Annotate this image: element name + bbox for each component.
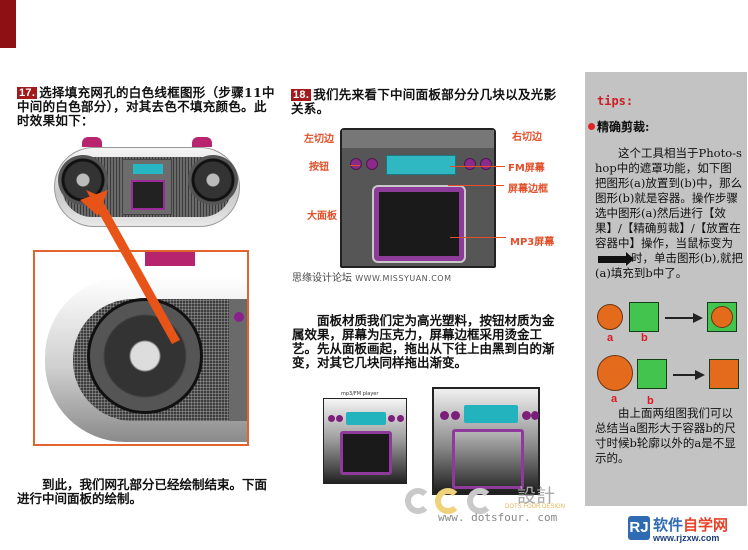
panel-button [350, 158, 362, 170]
clip-example-large: a b [595, 355, 745, 407]
mini-button [531, 411, 539, 420]
boombox-center-panel [122, 159, 172, 215]
material-description: 面板材质我们定为高光塑料，按钮材质为金属效果，屏幕为压克力，屏幕边框采用烫金工艺… [292, 313, 555, 370]
speaker-right [188, 155, 238, 205]
panel-gradient-editing [432, 387, 540, 495]
mini-button [397, 415, 404, 422]
panel-gradient-preview [323, 398, 407, 484]
mini-button [388, 415, 395, 422]
rj-logo-icon: RJ [628, 516, 650, 540]
shape-b-square [629, 302, 659, 332]
mini-button [451, 411, 460, 420]
boombox-knob-right [192, 137, 212, 147]
boombox-mp3-screen [131, 180, 165, 210]
arrow-right-icon [673, 370, 705, 380]
boombox-knob-left [82, 137, 102, 147]
label-big-panel: 大面板 [307, 211, 337, 222]
closeup-speaker [87, 298, 203, 414]
result-square-clipped [709, 359, 739, 389]
boombox-illustration [42, 137, 252, 233]
panel-button [480, 158, 492, 170]
rj-site-url: www.rjzxw.com [653, 533, 720, 543]
label-screen-frame: 屏幕边框 [508, 184, 548, 195]
panel-screen-frame [372, 185, 466, 263]
label-b: b [641, 332, 648, 344]
closeup-button [234, 312, 244, 322]
label-fm-screen: FM屏幕 [508, 163, 545, 174]
leader-line [450, 166, 505, 167]
cursor-arrow-icon [598, 251, 634, 266]
label-b: b [647, 395, 654, 407]
panel-fm-screen [386, 155, 456, 175]
missyuan-watermark: 思缘设计论坛 WWW.MISSYUAN.COM [292, 269, 452, 284]
step-17-badge: 17. [17, 87, 38, 99]
mini-fm-screen [464, 405, 518, 423]
arrow-right-icon [665, 313, 703, 323]
result-circle [711, 306, 733, 328]
tips-body-text: 这个工具相当于Photo-shop中的遮罩功能，如下图把图形(a)放置到(b)中… [595, 146, 743, 250]
panel-body [340, 128, 496, 268]
panel-top-strip [342, 130, 494, 148]
label-left-cut: 左切边 [304, 134, 334, 145]
step-18-badge: 18. [291, 89, 312, 101]
dotsfour-url: www. dotsfour. com [438, 511, 558, 524]
mini-fm-screen [346, 412, 386, 425]
logo-ring [435, 488, 461, 514]
dotsfour-subtitle: DOTS FOUR DESIGN [505, 504, 566, 510]
panel-breakdown-diagram [340, 128, 510, 272]
step-17-conclusion: 到此，我们网孔部分已经绘制结束。下面进行中间面板的绘制。 [17, 477, 268, 506]
closeup-center-panel [229, 299, 247, 421]
dotsfour-title: 設計 [517, 485, 556, 507]
shape-a-circle [597, 304, 623, 330]
tips-body-text-end: 时，单击图形(b),就把(a)填充到b中了。 [595, 251, 743, 280]
mini-button [522, 411, 531, 420]
label-right-cut: 右切边 [512, 132, 542, 143]
label-a: a [611, 393, 618, 405]
tips-title: tips: [597, 94, 634, 108]
rj-site-name: 软件自学网 [653, 514, 728, 535]
watermark-url: WWW.MISSYUAN.COM [355, 274, 452, 283]
tips-body: 这个工具相当于Photo-shop中的遮罩功能，如下图把图形(a)放置到(b)中… [595, 146, 743, 281]
shape-b-square [637, 359, 667, 389]
pointer-arrow-icon [80, 190, 180, 344]
mini-screen [452, 429, 524, 489]
mini-button [336, 415, 343, 422]
result-square [707, 302, 737, 332]
shape-a-circle [597, 355, 633, 391]
step-18-text: 我们先来看下中间面板部分分几块以及光影关系。 [291, 87, 557, 116]
mini-button [440, 411, 449, 420]
leader-line [450, 237, 506, 238]
boombox-fm-screen [133, 164, 163, 174]
step-18-instruction: 18.我们先来看下中间面板部分分几块以及光影关系。 [291, 88, 563, 116]
rj-name-part1: 软件 [653, 516, 684, 534]
corner-accent-bar [0, 0, 16, 48]
panel-button [464, 158, 476, 170]
label-button: 按钮 [309, 162, 329, 173]
tips-summary: 由上面两组图我们可以总结当a图形大于容器b的尺寸时候b轮廓以外的a是不显示的。 [595, 406, 736, 465]
label-mp3-screen: MP3屏幕 [510, 237, 555, 248]
dotsfour-logo: 設計 DOTS FOUR DESIGN [405, 478, 585, 528]
clip-example-small: a b [595, 302, 745, 344]
logo-ring [467, 488, 493, 514]
speaker-closeup-frame [33, 250, 249, 446]
label-a: a [607, 332, 614, 344]
panel-mp3-screen [379, 192, 459, 256]
mini-player-label: mp3/FM player [341, 391, 379, 397]
closeup-knob [145, 252, 195, 266]
logo-ring [405, 488, 431, 514]
rj-name-part2: 自学网 [683, 516, 729, 534]
leader-line [350, 165, 360, 166]
tips-sidebar: tips: 精确剪裁: 这个工具相当于Photo-shop中的遮罩功能，如下图把… [585, 72, 747, 506]
panel-button [366, 158, 378, 170]
step-17-instruction: 17.选择填充网孔的白色线框图形（步骤11中中间的白色部分），对其去色不填充颜色… [17, 86, 279, 128]
mini-screen [340, 431, 392, 475]
watermark-site-name: 思缘设计论坛 [292, 273, 352, 284]
tips-heading: 精确剪裁: [597, 120, 650, 134]
step-17-text: 选择填充网孔的白色线框图形（步骤11中中间的白色部分），对其去色不填充颜色。此时… [17, 85, 275, 128]
leader-line [448, 185, 504, 186]
bullet-icon [588, 123, 595, 130]
rjzxw-logo: RJ 软件自学网 www.rjzxw.com [628, 514, 746, 548]
mini-button [328, 415, 335, 422]
